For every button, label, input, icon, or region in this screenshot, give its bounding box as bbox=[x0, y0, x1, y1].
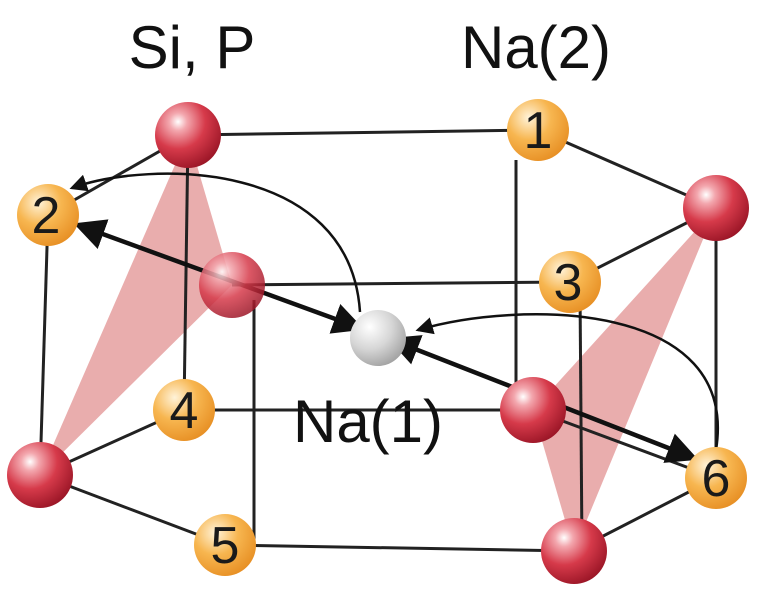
si-p-atom bbox=[155, 102, 221, 168]
si-p-atom bbox=[541, 518, 607, 584]
na2-site-2: 2 bbox=[17, 184, 79, 246]
site-number-3: 3 bbox=[554, 254, 583, 312]
label-si-p: Si, P bbox=[129, 14, 256, 81]
na1-atom bbox=[350, 310, 406, 366]
site-number-5: 5 bbox=[211, 517, 240, 575]
na2-site-1: 1 bbox=[507, 99, 569, 161]
na2-site-3: 3 bbox=[539, 251, 601, 313]
si-p-atoms bbox=[7, 102, 749, 584]
na2-site-4: 4 bbox=[153, 379, 215, 441]
si-p-atom bbox=[199, 252, 265, 318]
site-number-6: 6 bbox=[702, 450, 731, 508]
na2-site-5: 5 bbox=[194, 514, 256, 576]
site-number-1: 1 bbox=[524, 102, 553, 160]
label-na2: Na(2) bbox=[461, 14, 611, 81]
site-number-2: 2 bbox=[32, 187, 61, 245]
curved-path-6-to-na1 bbox=[415, 313, 720, 451]
si-p-atom bbox=[500, 377, 566, 443]
site-number-4: 4 bbox=[170, 382, 199, 440]
si-p-atom bbox=[7, 442, 73, 508]
si-p-atom bbox=[683, 175, 749, 241]
label-na1: Na(1) bbox=[293, 388, 443, 455]
na2-site-6: 6 bbox=[685, 447, 747, 509]
